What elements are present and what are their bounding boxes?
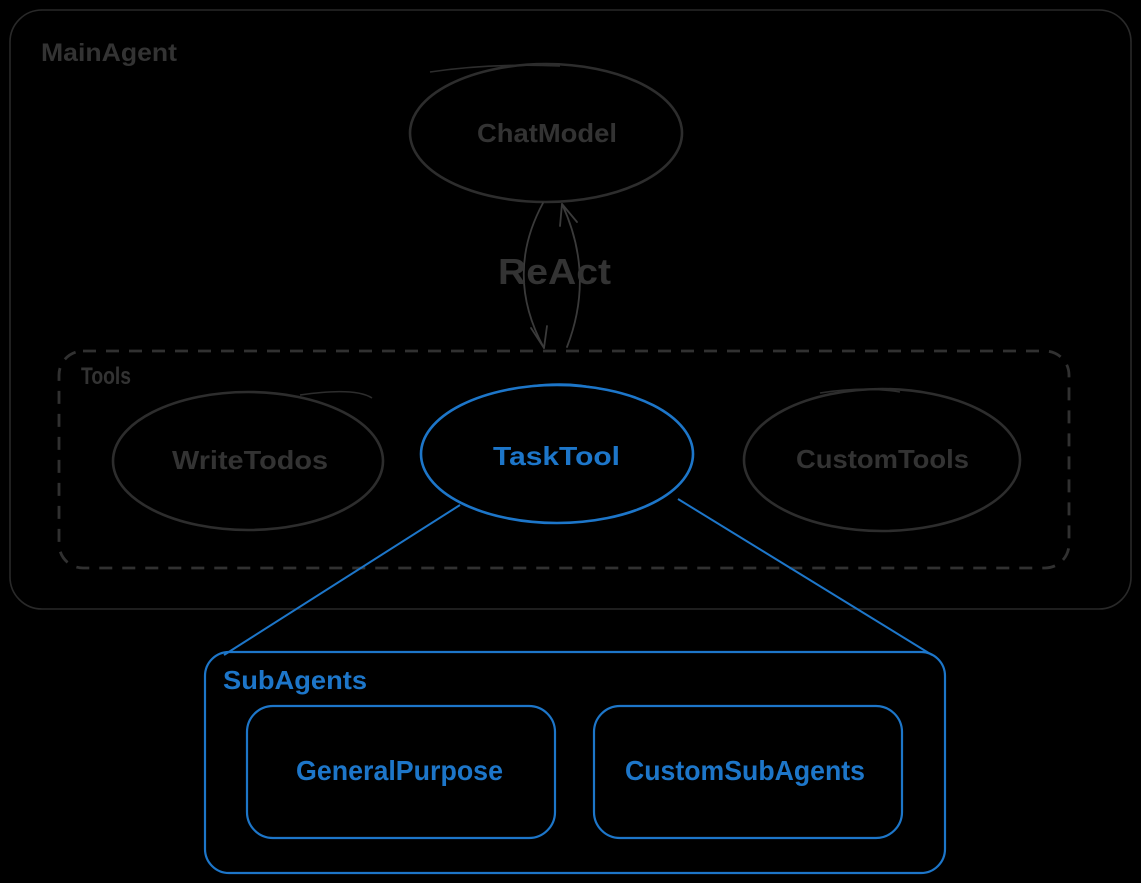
svg-text:ReAct: ReAct xyxy=(498,251,611,292)
svg-text:Tools: Tools xyxy=(81,363,131,390)
svg-text:GeneralPurpose: GeneralPurpose xyxy=(296,755,503,786)
svg-text:WriteTodos: WriteTodos xyxy=(172,445,328,475)
svg-text:ChatModel: ChatModel xyxy=(477,118,617,148)
svg-text:CustomTools: CustomTools xyxy=(796,444,969,474)
svg-text:SubAgents: SubAgents xyxy=(223,665,367,695)
svg-text:MainAgent: MainAgent xyxy=(41,39,178,67)
svg-text:TaskTool: TaskTool xyxy=(493,441,620,471)
svg-text:CustomSubAgents: CustomSubAgents xyxy=(625,755,865,786)
